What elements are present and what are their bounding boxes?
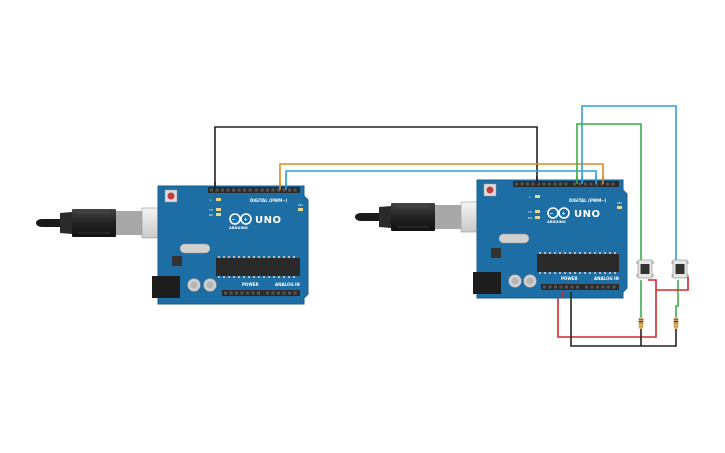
svg-text:RX: RX: [528, 216, 532, 220]
svg-text:−: −: [232, 217, 236, 223]
status-leds: L TX RX ON: [208, 198, 303, 217]
pushbutton-1[interactable]: [636, 259, 654, 279]
power-analog-header[interactable]: [222, 290, 300, 296]
resistor-2[interactable]: [673, 317, 679, 329]
svg-text:L: L: [210, 198, 212, 202]
brand-label: ARDUINO: [229, 226, 248, 230]
wire-green-button2-pull[interactable]: [675, 280, 679, 318]
svg-text:RX: RX: [209, 213, 213, 217]
arduino-logo: − + ARDUINO: [229, 213, 252, 230]
digital-label: DIGITAL (PWM~): [569, 198, 607, 203]
power-label: POWER: [242, 282, 259, 287]
wire-green-button1[interactable]: [576, 123, 642, 262]
wire-black-gnd-link[interactable]: [214, 126, 538, 190]
power-jack[interactable]: [152, 276, 180, 298]
brand-label: ARDUINO: [547, 220, 566, 224]
status-leds: L TX RX ON: [527, 195, 622, 220]
svg-text:ON: ON: [617, 201, 622, 205]
power-label: POWER: [561, 276, 578, 281]
svg-text:L: L: [529, 195, 531, 199]
svg-text:ON: ON: [298, 203, 303, 207]
svg-text:+: +: [562, 211, 566, 217]
wire-orange-serial[interactable]: [279, 163, 604, 190]
svg-text:−: −: [550, 211, 554, 217]
atmega-chip: [537, 254, 619, 272]
analog-label: ANALOG IN: [275, 282, 300, 287]
arduino-board-left[interactable]: DIGITAL (PWM~) L TX RX ON − + ARDUINO UN…: [152, 185, 309, 305]
usb-cable-right[interactable]: [355, 201, 498, 233]
wire-red-5v-button2[interactable]: [656, 276, 689, 291]
atmega-chip: [216, 258, 300, 276]
svg-text:TX: TX: [527, 210, 532, 214]
arduino-logo: − + ARDUINO: [547, 207, 570, 224]
analog-label: ANALOG IN: [594, 276, 619, 281]
wire-blue-button2[interactable]: [581, 105, 677, 262]
arduino-board-right[interactable]: DIGITAL (PWM~) L TX RX ON − + ARDUINO UN…: [473, 179, 628, 299]
digital-header[interactable]: [208, 187, 300, 193]
model-label: UNO: [574, 209, 601, 220]
pushbutton-2[interactable]: [671, 259, 689, 279]
svg-text:TX: TX: [208, 208, 213, 212]
power-analog-header[interactable]: [541, 284, 619, 290]
power-jack[interactable]: [473, 272, 501, 294]
wire-ends: [214, 176, 604, 298]
wire-black-gnd-resistors[interactable]: [570, 296, 677, 347]
digital-label: DIGITAL (PWM~): [250, 198, 288, 203]
resistor-1[interactable]: [638, 317, 644, 329]
usb-cable-left[interactable]: [36, 207, 179, 239]
model-label: UNO: [255, 215, 282, 226]
svg-text:+: +: [244, 217, 248, 223]
